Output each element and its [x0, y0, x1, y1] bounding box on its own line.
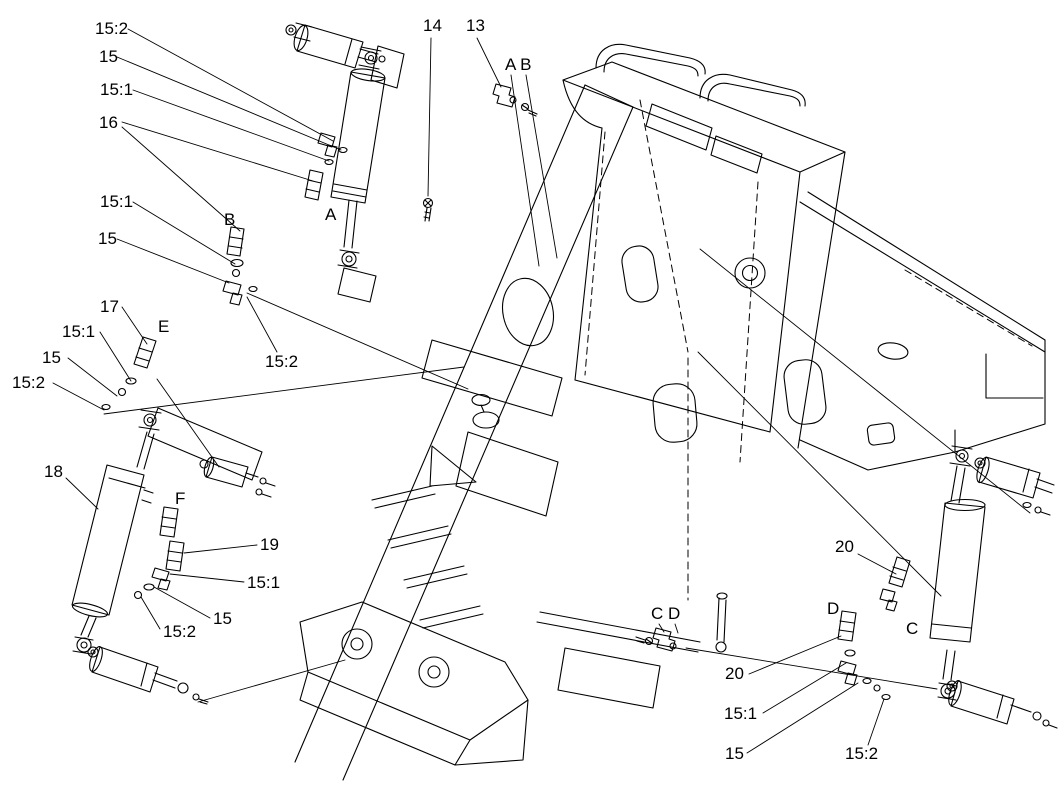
frame-structure [147, 43, 1046, 781]
fitting-stack-b [222, 226, 258, 306]
callout-15-1-mid-left: 15:1 [62, 322, 95, 341]
callout-15-right: 15 [725, 744, 744, 763]
callout-letter-b: B [224, 210, 235, 229]
callout-15-2-lower-left: 15:2 [163, 622, 196, 641]
ladder-steps [371, 445, 484, 629]
callout-letter-e: E [158, 317, 169, 336]
callout-17: 17 [100, 297, 119, 316]
callout-letter-d: D [827, 599, 839, 618]
cylinder-tilt-left [87, 646, 209, 705]
callout-letters-ab: A B [505, 55, 531, 74]
hose-clamp-cd [635, 627, 677, 652]
fitting-cluster-f [133, 506, 185, 600]
cylinder-top-small [285, 22, 386, 69]
callout-15-1-right: 15:1 [724, 704, 757, 723]
cylinder-a [330, 46, 386, 269]
fitting-cluster-a [304, 132, 348, 201]
callout-letters-cd: C D [651, 604, 680, 623]
screw-14 [422, 197, 434, 222]
cylinder-right-bottom-small [946, 679, 1058, 729]
callout-15-1-top-left: 15:1 [100, 80, 133, 99]
callout-15-2-center-left: 15:2 [265, 352, 298, 371]
fitting-cluster-e [101, 336, 157, 411]
base-assembly [299, 601, 529, 766]
lower-right-frame [536, 592, 728, 709]
callout-15-1-lower-left: 15:1 [247, 573, 280, 592]
callout-labels: 15:2 15 15:1 16 15:1 15 17 15:1 15 15:2 … [12, 16, 918, 763]
callout-15-2-right: 15:2 [845, 744, 878, 763]
callout-15-1-left: 15:1 [100, 192, 133, 211]
callout-20-right-upper: 20 [835, 537, 854, 556]
callout-15-lower-left: 15 [213, 609, 232, 628]
hose-clamp-13 [492, 83, 538, 117]
cylinder-right-top-small [974, 456, 1055, 516]
routing-lines [103, 248, 1031, 703]
left-arm-cylinder-small [199, 456, 276, 498]
fitting-cluster-20-right [879, 556, 911, 612]
cylinder-c [929, 445, 986, 701]
callout-18: 18 [44, 462, 63, 481]
callout-19: 19 [260, 535, 279, 554]
callout-letter-c: C [906, 619, 918, 638]
hidden-edges [584, 99, 1033, 601]
callout-13: 13 [466, 16, 485, 35]
callout-15-left: 15 [98, 229, 117, 248]
callout-letter-f: F [175, 489, 185, 508]
callout-15-2-mid-left: 15:2 [12, 373, 45, 392]
callout-15-mid-left: 15 [42, 348, 61, 367]
callout-14: 14 [423, 16, 442, 35]
cylinder-18 [71, 409, 162, 655]
leader-lines [52, 28, 897, 754]
callout-16: 16 [99, 113, 118, 132]
callout-letter-a: A [325, 205, 337, 224]
callout-20-right-lower: 20 [725, 664, 744, 683]
fitting-cluster-d-right [837, 610, 891, 701]
callout-15-top-left: 15 [99, 47, 118, 66]
callout-15-2-top-left: 15:2 [95, 19, 128, 38]
